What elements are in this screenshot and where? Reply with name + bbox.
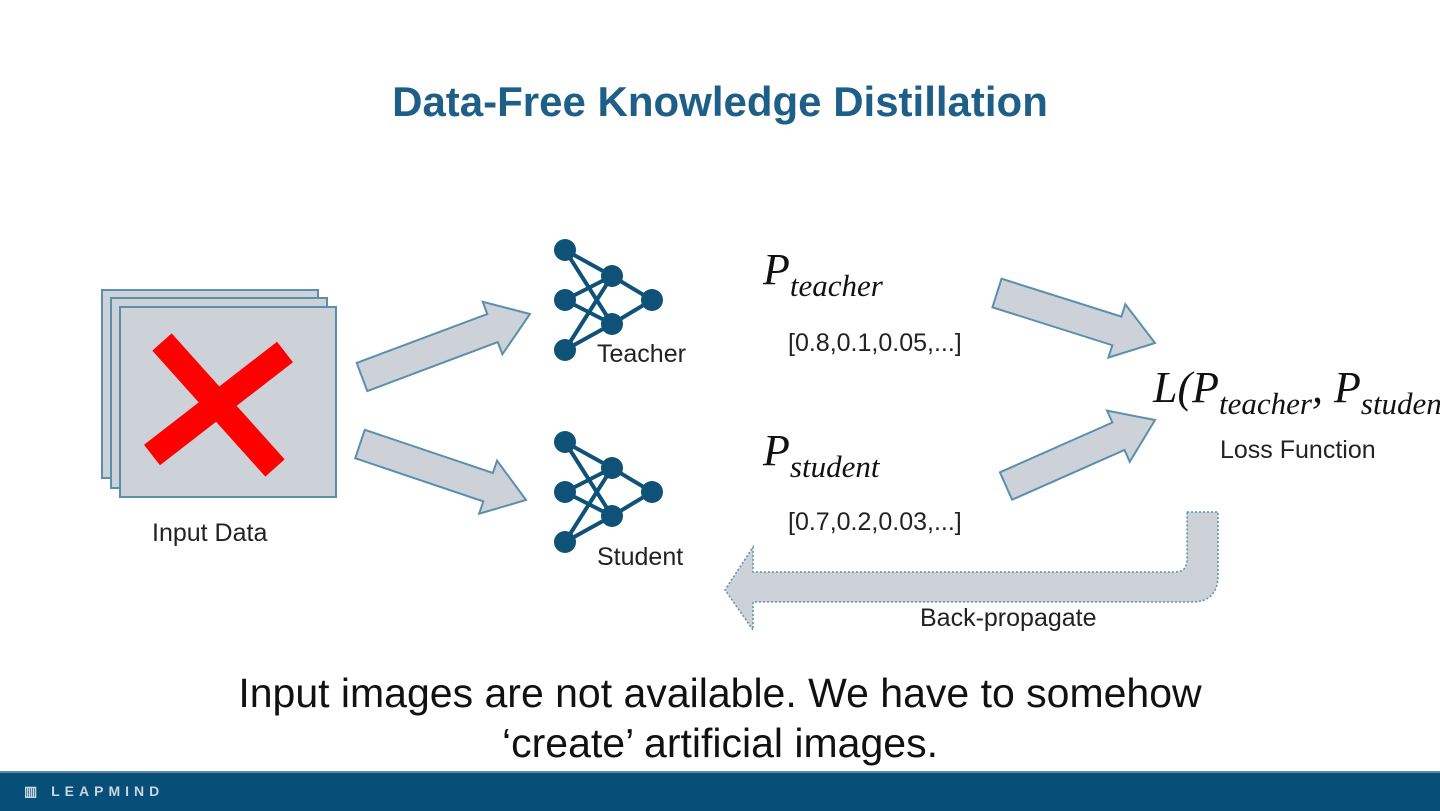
p-student-symbol: Pstudent (763, 426, 880, 484)
loss-formula: L(Pteacher, Pstudent) (1153, 363, 1440, 421)
caption-line-2: ‘create’ artificial images. (502, 720, 938, 766)
network-node (601, 457, 623, 479)
teacher-label: Teacher (597, 340, 686, 368)
arrow-student-to-loss (998, 409, 1157, 502)
loss-function-label: Loss Function (1220, 436, 1376, 464)
network-node (601, 313, 623, 335)
slide-title: Data-Free Knowledge Distillation (392, 78, 1048, 125)
student-label: Student (597, 543, 684, 571)
arrow-to-student (353, 428, 528, 516)
footer-bar: ▥ LEAPMIND (0, 771, 1440, 811)
network-node (554, 239, 576, 261)
student-network-icon (554, 431, 663, 553)
back-propagate-arrow (724, 511, 1219, 633)
red-cross-icon (144, 333, 293, 477)
network-node (601, 265, 623, 287)
teacher-network-icon (554, 239, 663, 361)
network-edge (563, 466, 614, 544)
leapmind-logo: ▥ LEAPMIND (24, 783, 165, 799)
network-node (554, 431, 576, 453)
p-teacher-symbol: Pteacher (763, 245, 883, 303)
caption-line-1: Input images are not available. We have … (238, 670, 1202, 716)
network-node (554, 339, 576, 361)
network-node (554, 289, 576, 311)
arrow-teacher-to-loss (991, 277, 1157, 360)
network-node (641, 481, 663, 503)
network-node (641, 289, 663, 311)
back-propagate-label: Back-propagate (920, 604, 1097, 632)
network-edge (563, 274, 614, 352)
network-node (554, 481, 576, 503)
arrow-to-teacher (355, 300, 532, 393)
p-student-values: [0.7,0.2,0.03,...] (788, 508, 962, 536)
network-node (554, 531, 576, 553)
input-data-label: Input Data (152, 519, 268, 547)
caption: Input images are not available. We have … (0, 668, 1440, 768)
p-teacher-values: [0.8,0.1,0.05,...] (788, 329, 962, 357)
network-node (601, 505, 623, 527)
